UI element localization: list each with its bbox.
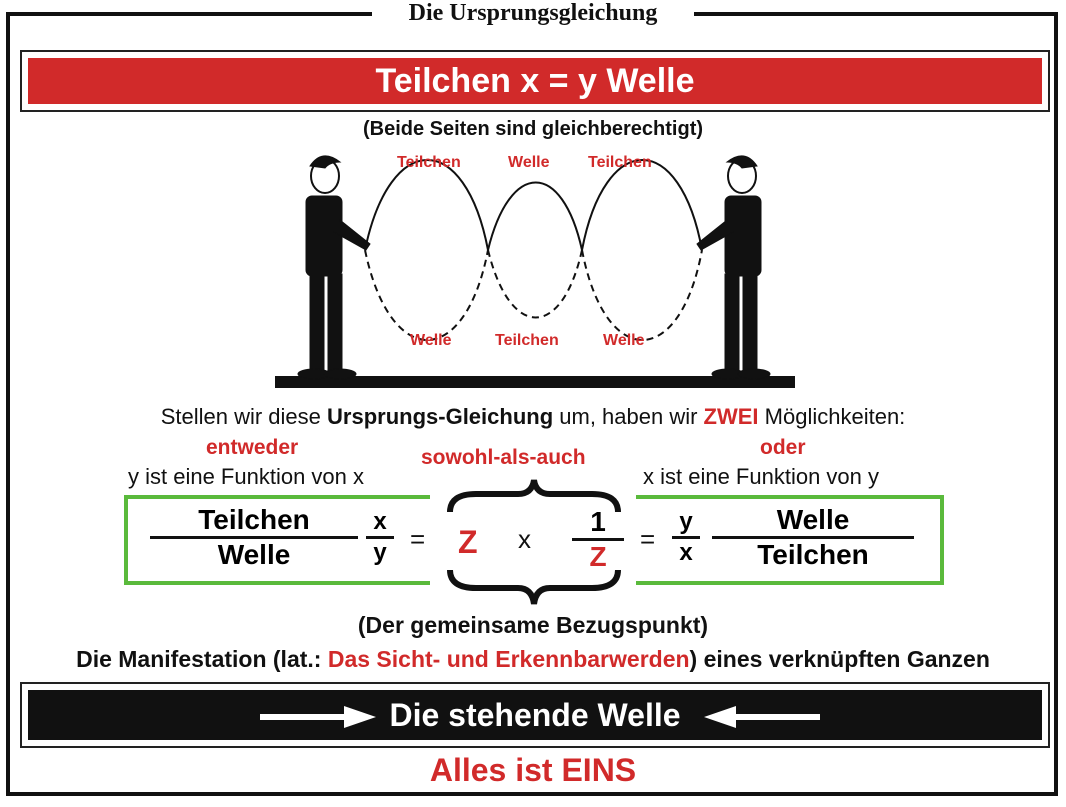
standing-wave-scene: Teilchen Welle Teilchen Welle Teilchen W…	[270, 140, 800, 392]
one-bar	[572, 538, 624, 541]
headline-banner: Teilchen x = y Welle	[20, 50, 1050, 112]
left-frac-bar	[150, 536, 358, 539]
right-frac-den: Teilchen	[757, 539, 869, 570]
left-boy-figure	[297, 155, 371, 380]
intro-part1: Stellen wir diese	[160, 404, 328, 429]
wave-label-bottom-2: Teilchen	[495, 332, 559, 349]
yx-den: x	[679, 539, 693, 566]
left-frac-den: Welle	[217, 539, 291, 570]
fraction-teilchen-welle: Teilchen Welle	[150, 504, 358, 571]
braces	[447, 479, 621, 605]
option-left-text: y ist eine Funktion von x	[128, 464, 365, 489]
fraction-y-x: y x	[672, 508, 700, 567]
right-frac-num: Welle	[776, 504, 850, 535]
fraction-one-z: 1 Z	[572, 506, 624, 573]
standing-wave-illustration	[275, 155, 795, 388]
manifestation-part2: ) eines verknüpften Ganzen	[689, 646, 990, 672]
ground-bar	[275, 376, 795, 388]
wave-label-top-3: Teilchen	[588, 154, 652, 171]
headline: Teilchen x = y Welle	[28, 58, 1042, 104]
subtitle: (Beide Seiten sind gleichberechtigt)	[362, 118, 704, 140]
one-num: 1	[590, 506, 606, 537]
option-left-label: entweder	[206, 436, 299, 459]
intro-bold: Ursprungs-Gleichung	[327, 404, 554, 429]
manifestation-caption: Die Manifestation (lat.: Das Sicht- und …	[0, 646, 1066, 673]
frame-title: Die Ursprungsgleichung	[372, 0, 694, 28]
left-frac-num: Teilchen	[198, 504, 310, 535]
equals-right: =	[640, 524, 656, 554]
bottom-banner-inner: Die stehende Welle	[28, 690, 1042, 740]
yx-num: y	[679, 508, 693, 535]
option-right-text: x ist eine Funktion von y	[643, 464, 880, 489]
intro-part3: Möglichkeiten:	[758, 404, 906, 429]
one-den: Z	[589, 541, 607, 572]
bezugspunkt-caption: (Der gemeinsame Bezugspunkt)	[357, 612, 709, 638]
wave-label-top-1: Teilchen	[397, 154, 461, 171]
xy-num: x	[373, 508, 387, 535]
fraction-welle-teilchen: Welle Teilchen	[712, 504, 914, 571]
intro-red: ZWEI	[703, 404, 759, 429]
yx-bar	[672, 536, 700, 539]
wave-label-bottom-1: Welle	[410, 332, 452, 349]
wave-label-bottom-3: Welle	[603, 332, 645, 349]
manifestation-red: Das Sicht- und Erkennbarwerden	[327, 646, 690, 672]
right-frac-bar	[712, 536, 914, 539]
arrow-right-icon	[260, 706, 376, 728]
option-center-label: sowohl-als-auch	[421, 446, 586, 469]
final-statement: Alles ist EINS	[429, 752, 637, 788]
intro-part2: um, haben wir	[553, 404, 704, 429]
times-symbol: x	[518, 524, 531, 554]
fraction-x-y: x y	[366, 508, 394, 567]
xy-den: y	[373, 539, 387, 566]
option-right-label: oder	[760, 436, 806, 459]
bottom-banner: Die stehende Welle	[20, 682, 1050, 748]
equals-left: =	[410, 524, 426, 554]
bottom-banner-text: Die stehende Welle	[389, 697, 681, 733]
xy-bar	[366, 536, 394, 539]
right-boy-figure	[696, 155, 771, 380]
z-symbol: Z	[458, 524, 478, 560]
wave-label-top-2: Welle	[508, 154, 550, 171]
manifestation-part1: Die Manifestation (lat.:	[76, 646, 328, 672]
intro-sentence: Stellen wir diese Ursprungs-Gleichung um…	[0, 404, 1066, 430]
arrow-left-icon	[704, 706, 820, 728]
